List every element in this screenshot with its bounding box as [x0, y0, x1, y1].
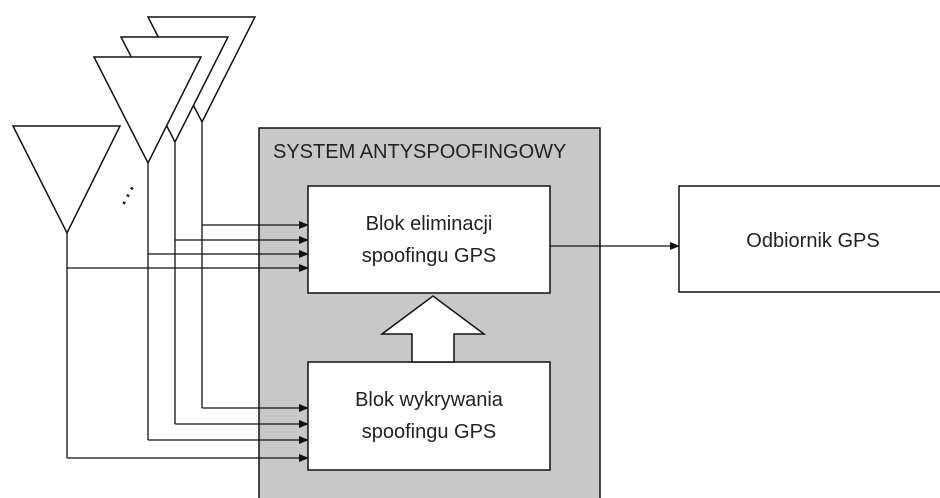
detection-input-arrows [67, 404, 309, 462]
gps-receiver-label: Odbiornik GPS [746, 230, 879, 252]
elimination-block [307, 185, 551, 294]
antenna-2 [92, 56, 203, 165]
antenna-feed-lines [66, 122, 203, 458]
detection-block-line2: spoofingu GPS [362, 421, 497, 443]
detection-to-elimination-arrow [379, 295, 487, 363]
gps-receiver-block [678, 185, 940, 293]
elimination-block-line1: Blok eliminacji [366, 213, 493, 235]
detection-block [307, 361, 551, 471]
detection-block-line1: Blok wykrywania [355, 389, 504, 411]
elimination-block-line2: spoofingu GPS [362, 245, 497, 267]
antenna-ellipsis: … [102, 174, 141, 211]
antenna-array [11, 16, 257, 235]
elimination-input-arrows [67, 221, 309, 272]
system-title: SYSTEM ANTYSPOOFINGOWY [273, 141, 566, 163]
antenna-1 [11, 125, 122, 235]
